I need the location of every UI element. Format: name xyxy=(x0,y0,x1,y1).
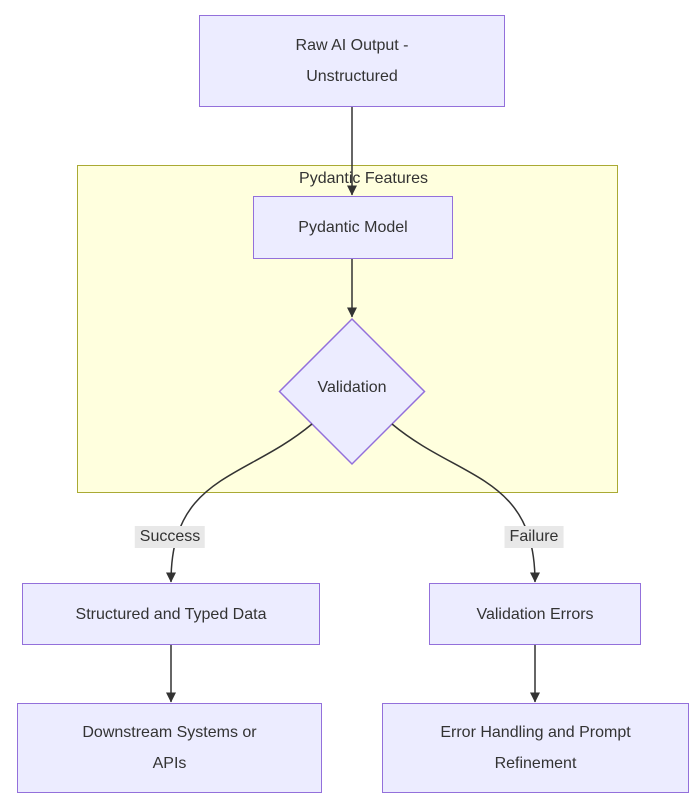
node-validation-errors: Validation Errors xyxy=(429,583,641,645)
node-pydantic-model-label: Pydantic Model xyxy=(298,219,408,236)
edge-label-failure: Failure xyxy=(504,526,564,548)
node-validation-label: Validation xyxy=(317,379,387,396)
node-structured-typed-data: Structured and Typed Data xyxy=(22,583,320,645)
edge-label-success: Success xyxy=(134,526,206,548)
node-downstream-systems-label: Downstream Systems or APIs xyxy=(82,724,257,772)
node-pydantic-model: Pydantic Model xyxy=(253,196,453,259)
node-structured-typed-data-label: Structured and Typed Data xyxy=(75,605,267,623)
node-error-handling-label: Error Handling and Prompt Refinement xyxy=(440,724,631,772)
node-downstream-systems: Downstream Systems or APIs xyxy=(17,703,322,793)
edge-validation-success xyxy=(166,423,313,583)
node-raw-ai-output-label: Raw AI Output - Unstructured xyxy=(295,37,409,85)
node-raw-ai-output: Raw AI Output - Unstructured xyxy=(199,15,505,107)
validation-diamond-shape xyxy=(278,317,426,466)
node-validation-errors-label: Validation Errors xyxy=(476,605,594,623)
node-error-handling: Error Handling and Prompt Refinement xyxy=(382,703,689,793)
subgraph-title: Pydantic Features xyxy=(299,170,428,187)
edge-validation-failure xyxy=(391,423,540,583)
